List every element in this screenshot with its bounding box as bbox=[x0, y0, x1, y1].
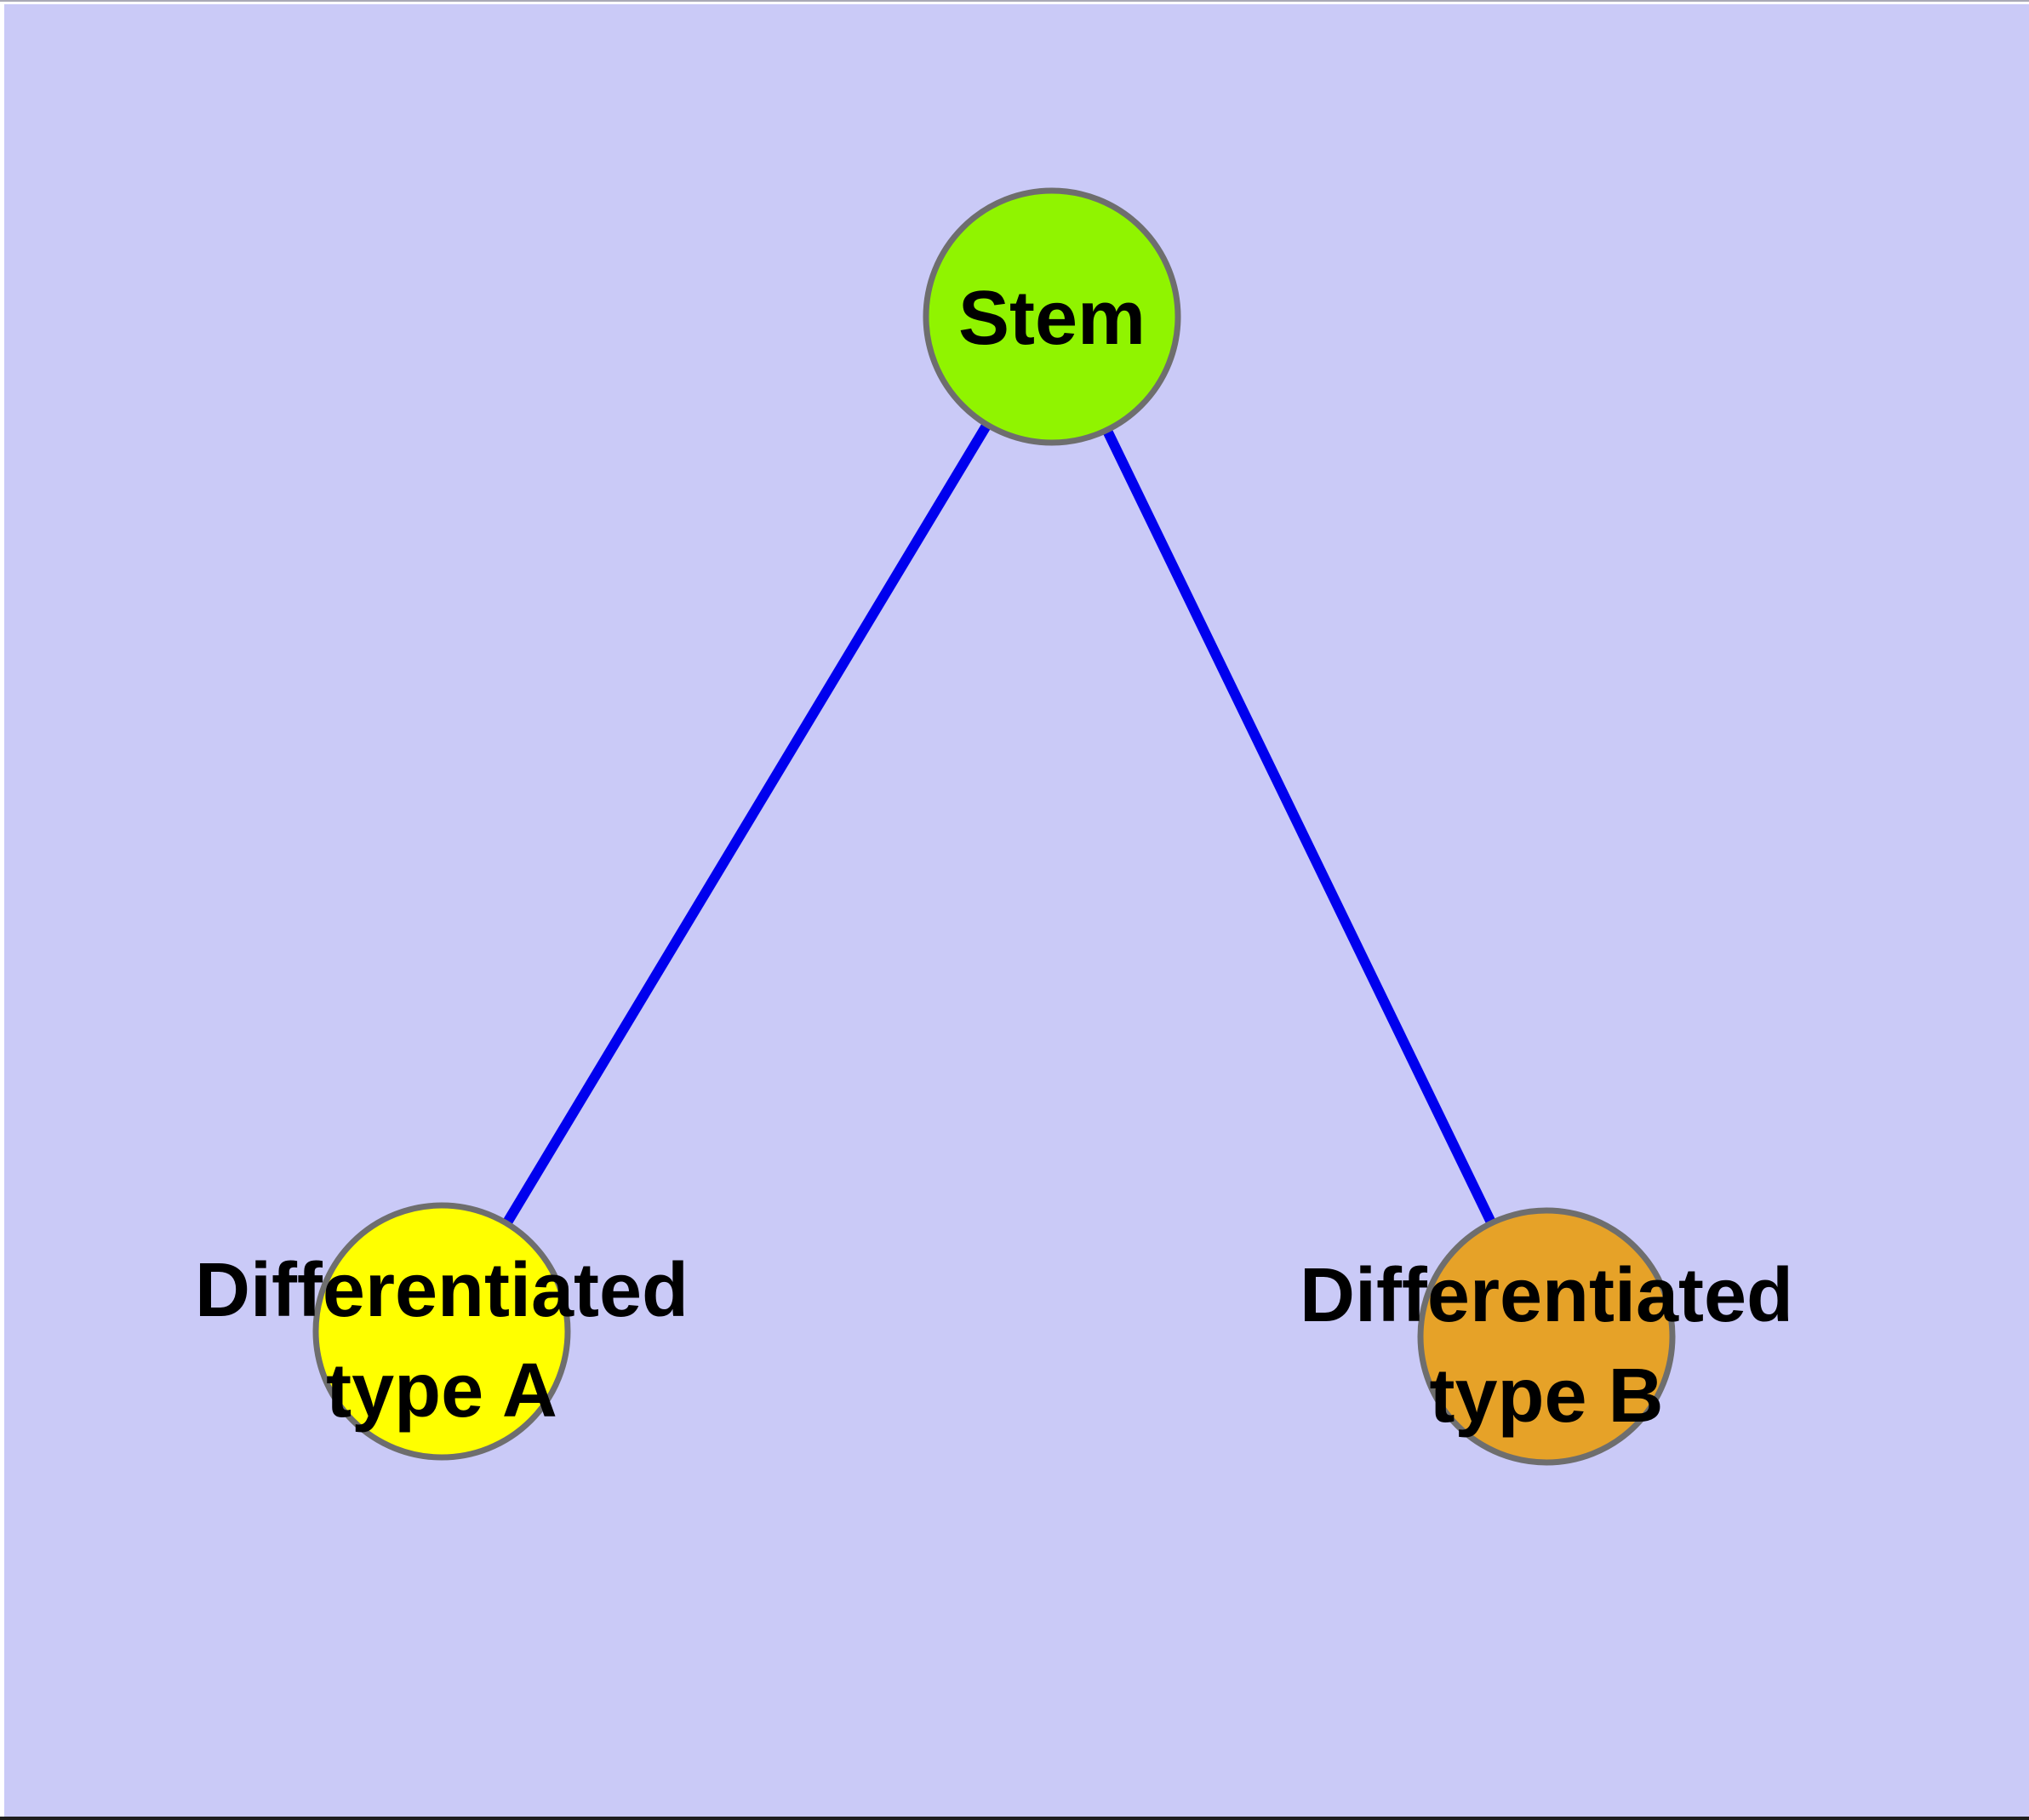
bottom-frame-line bbox=[0, 1817, 2029, 1820]
edge-stem-to-type-b bbox=[1047, 314, 1552, 1339]
node-differentiated-type-b bbox=[1417, 1207, 1676, 1466]
nodes bbox=[312, 187, 1676, 1466]
node-type-a-label-line-2: type A bbox=[326, 1348, 557, 1434]
node-type-b-label-line-1: Differentiated bbox=[1300, 1253, 1793, 1338]
node-stem bbox=[923, 187, 1181, 446]
top-frame-line bbox=[0, 0, 2029, 2]
node-labels: Stem Differentiated type A Differentiate… bbox=[195, 276, 1793, 1439]
edge-stem-to-type-a bbox=[437, 313, 1057, 1335]
node-differentiated-type-a bbox=[312, 1202, 571, 1461]
edges bbox=[437, 313, 1552, 1339]
node-stem-label: Stem bbox=[958, 276, 1146, 361]
node-type-b-label-line-2: type B bbox=[1429, 1354, 1663, 1439]
node-type-a-label-line-1: Differentiated bbox=[195, 1248, 689, 1333]
